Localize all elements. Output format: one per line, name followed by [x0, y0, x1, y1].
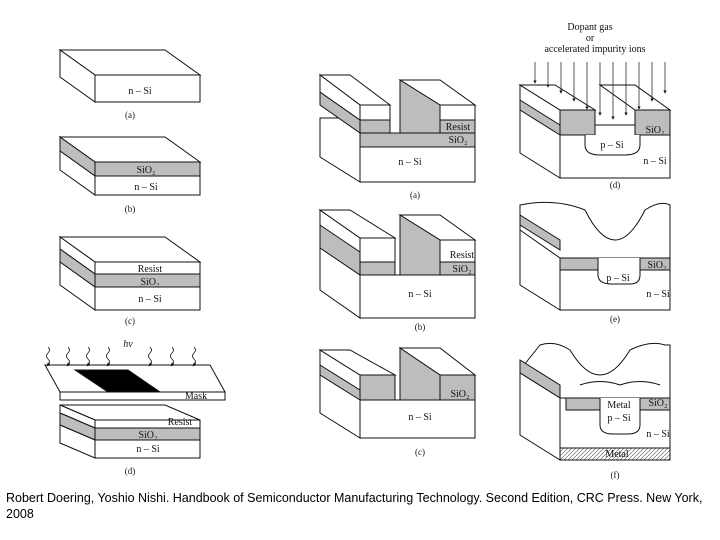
step-2b-oxide-etch [318, 209, 477, 319]
label-2a-nsi: n – Si [398, 157, 422, 168]
label-1d-resist: Resist [168, 417, 193, 428]
label-3f-sio2: SiO₂ [648, 398, 667, 409]
caption-3d: (d) [610, 180, 621, 190]
label-2c-sio2: SiO₂ [450, 389, 469, 400]
label-1d-mask: Mask [185, 391, 207, 402]
label-3d-psi: p – Si [600, 140, 624, 151]
label-3d-nsi: n – Si [643, 156, 667, 167]
label-2b-nsi: n – Si [408, 289, 432, 300]
step-1c-resist-coat [58, 236, 202, 311]
caption-1c: (c) [125, 316, 135, 326]
caption-2a: (a) [410, 190, 420, 200]
step-2a-developed-resist [318, 74, 477, 183]
label-2a-sio2: SiO₂ [448, 135, 467, 146]
label-1b-nsi: n – Si [134, 182, 158, 193]
caption-2b: (b) [415, 322, 426, 332]
caption-1a: (a) [125, 110, 135, 120]
label-1d-light: hν [123, 339, 133, 350]
label-3f-metal-top: Metal [607, 400, 631, 411]
label-2c-nsi: n – Si [408, 412, 432, 423]
step-3e-reoxidation [519, 201, 671, 311]
label-3f-metal-bottom: Metal [605, 449, 629, 460]
label-3e-sio2: SiO₂ [647, 260, 666, 271]
label-3d-dopant-line1: Dopant gas [567, 22, 612, 33]
label-2b-resist: Resist [450, 250, 475, 261]
label-1d-nsi: n – Si [136, 444, 160, 455]
label-1a-nsi: n – Si [128, 86, 152, 97]
label-1c-resist: Resist [138, 264, 163, 275]
citation-text: Robert Doering, Yoshio Nishi. Handbook o… [6, 491, 703, 521]
label-3d-dopant-line3: accelerated impurity ions [544, 44, 645, 55]
label-3d-sio2: SiO₂ [645, 125, 664, 136]
caption-1b: (b) [125, 204, 136, 214]
label-3f-psi: p – Si [607, 413, 631, 424]
label-1b-sio2: SiO₂ [136, 165, 155, 176]
caption-3e: (e) [610, 314, 620, 324]
step-2c-resist-strip [318, 347, 477, 439]
label-2b-sio2: SiO₂ [452, 264, 471, 275]
label-3e-psi: p – Si [606, 273, 630, 284]
caption-3f: (f) [611, 470, 620, 480]
label-3f-nsi: n – Si [646, 429, 670, 440]
label-1c-sio2: SiO₂ [140, 277, 159, 288]
dopant-arrows [533, 62, 667, 120]
exposure-light-rays [46, 346, 197, 367]
label-1c-nsi: n – Si [138, 294, 162, 305]
step-1b-oxidation [58, 136, 202, 196]
label-3e-nsi: n – Si [646, 289, 670, 300]
label-3d-dopant-line2: or [586, 33, 595, 44]
label-2a-resist: Resist [446, 122, 471, 133]
label-1d-sio2: SiO₂ [138, 430, 157, 441]
step-3f-metallization [519, 342, 671, 461]
step-3d-doping [518, 84, 672, 179]
caption-1d: (d) [125, 466, 136, 476]
caption-2c: (c) [415, 447, 425, 457]
step-1d-exposure [44, 364, 226, 459]
step-1a-substrate [58, 49, 202, 103]
